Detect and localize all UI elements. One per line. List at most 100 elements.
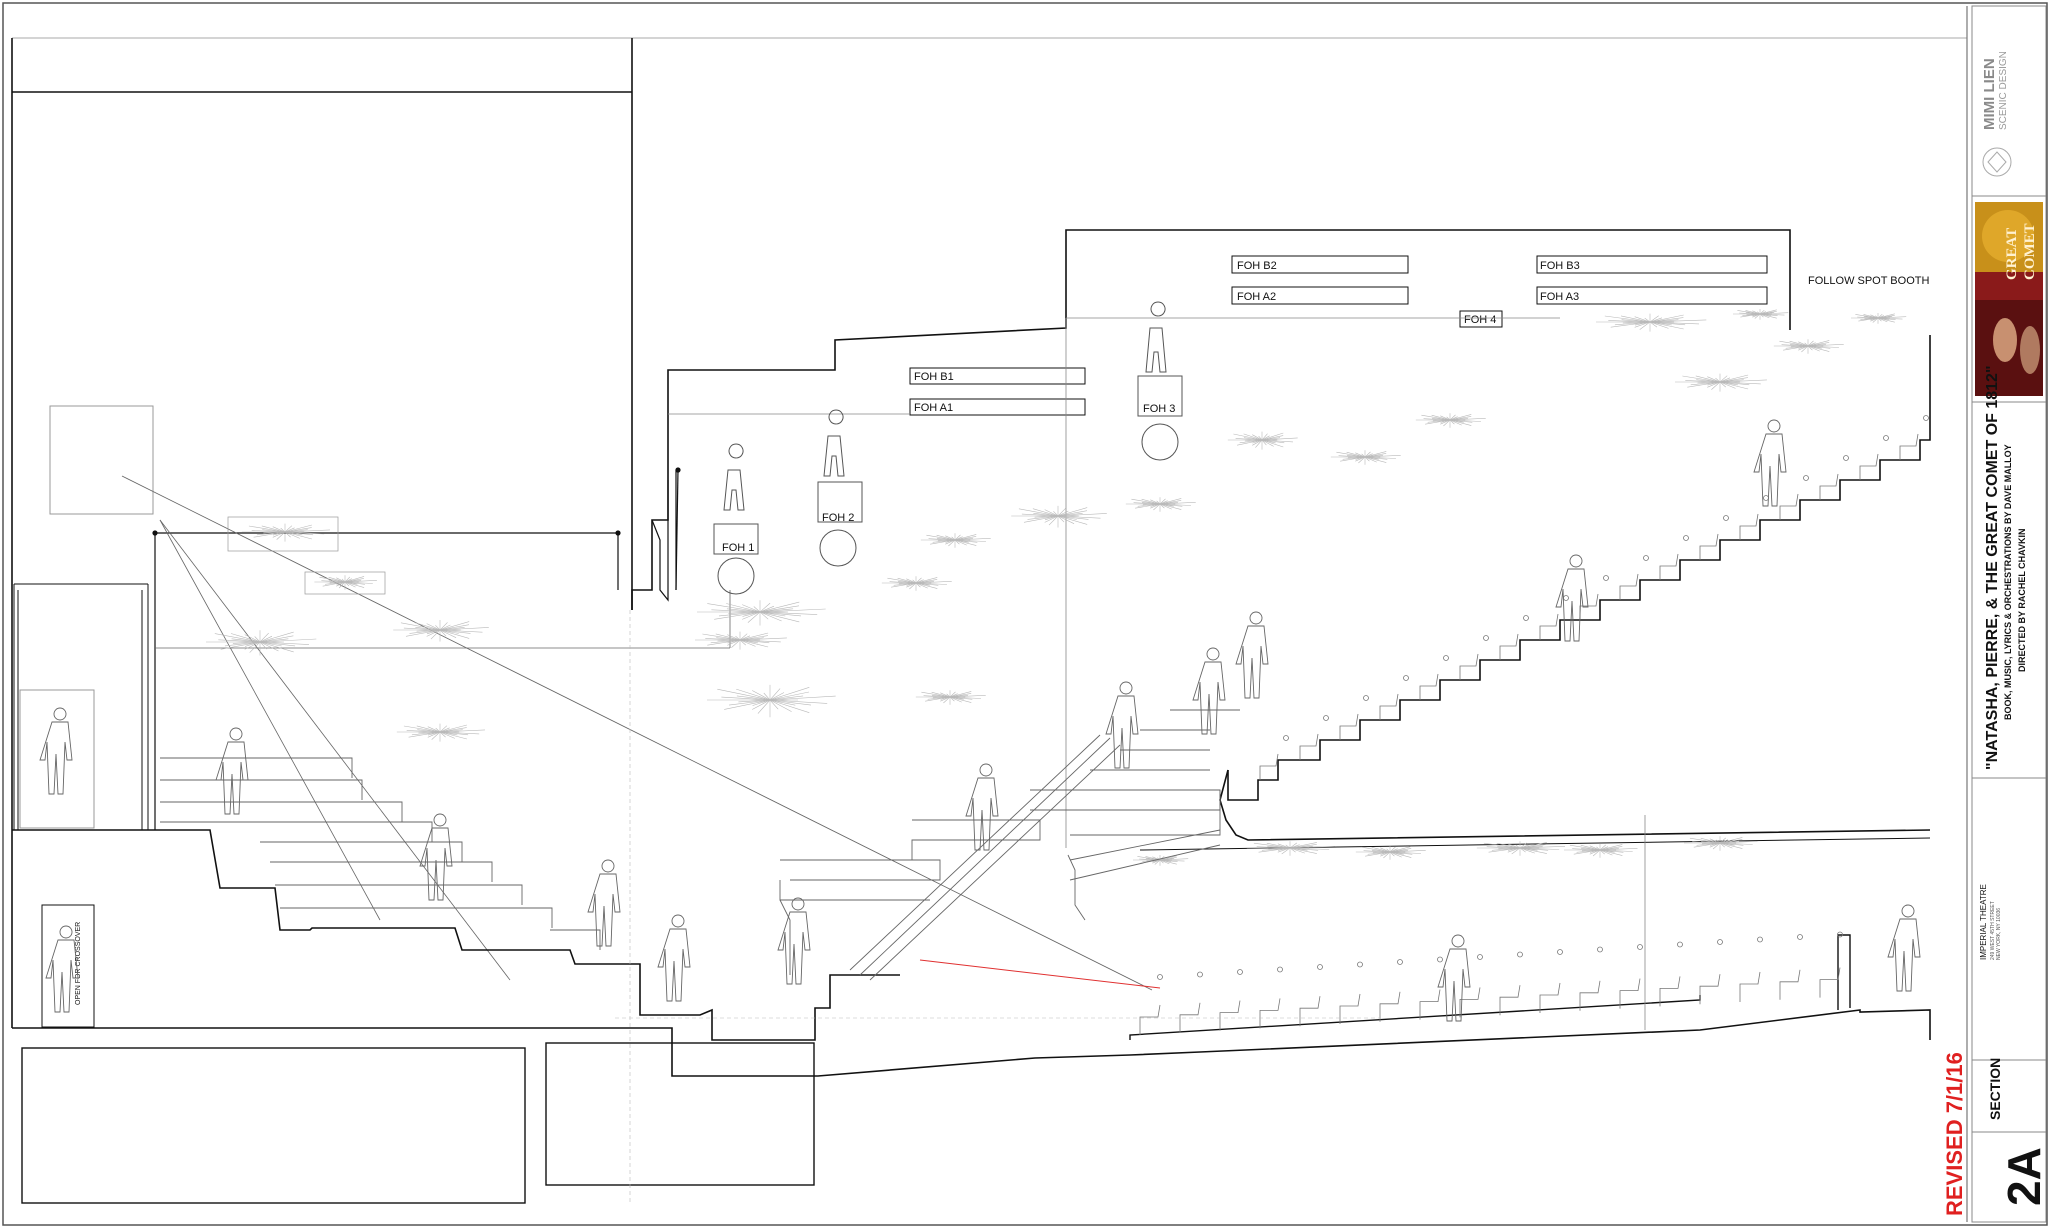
red-sightline: [919, 959, 1161, 989]
balcony-seat: [1899, 415, 1929, 460]
trap-room-left: [21, 1047, 526, 1204]
crossover-label: OPEN FOR CROSSOVER: [75, 922, 82, 1005]
person-figure: [657, 914, 691, 1002]
auditorium-chandeliers: [206, 309, 1907, 866]
chandelier-icon: [1596, 313, 1707, 332]
balcony-seat: [1819, 455, 1849, 500]
production-title: "NATASHA, PIERRE, & THE GREAT COMET OF 1…: [1984, 365, 2001, 770]
chandelier-icon: [241, 523, 331, 542]
foh-b1-box: [909, 367, 1086, 385]
person-figure: [1105, 681, 1139, 769]
trap-room-right: [545, 1042, 815, 1186]
chandelier-icon: [1246, 841, 1336, 856]
orchestra-seat: [1179, 971, 1203, 1033]
orchestra-seat: [1659, 941, 1683, 1007]
sightlines: [121, 475, 1153, 991]
follow-spot-booth-label: FOLLOW SPOT BOOTH: [1808, 275, 1929, 287]
person-figure: [1555, 554, 1589, 642]
person-figure: [777, 897, 811, 985]
orchestra-seat: [1259, 966, 1283, 1029]
chandelier-icon: [1733, 309, 1789, 320]
chandelier-icon: [1851, 313, 1907, 324]
stage-staircase: [779, 709, 1240, 981]
person-figure: [39, 707, 73, 795]
chandelier-icon: [697, 600, 826, 626]
scale-ticks: [615, 610, 1380, 1205]
foh-4-label: FOH 4: [1464, 314, 1496, 326]
person-figure: [1437, 934, 1471, 1022]
crossover-box: [41, 904, 95, 1028]
proscenium: [152, 467, 731, 830]
orchestra-seat: [1819, 931, 1843, 998]
balcony-seat: [1259, 735, 1289, 780]
balcony-seat: [1459, 635, 1489, 680]
chandelier-icon: [396, 723, 486, 742]
chandelier-icon: [1415, 413, 1486, 428]
orchestra-seat: [1419, 956, 1443, 1020]
chandelier-icon: [1133, 855, 1189, 866]
chandelier-icon: [915, 690, 986, 705]
chandelier-icon: [206, 630, 317, 656]
chandelier-icon: [695, 631, 787, 650]
orchestra-seat: [1579, 946, 1603, 1011]
person-figure: [587, 859, 621, 947]
person-figure: [45, 925, 79, 1013]
production-director: DIRECTED BY RACHEL CHAVKIN: [2017, 528, 2027, 672]
balcony-seat: [1579, 575, 1609, 620]
foh-1-position: [713, 443, 759, 595]
orchestra-seat: [1379, 959, 1403, 1022]
orchestra-seat: [1619, 944, 1643, 1009]
balcony-seat: [1339, 695, 1369, 740]
orchestra-seat: [1499, 951, 1523, 1016]
chandelier-icon: [314, 575, 377, 590]
upstage-wall-box: [19, 689, 95, 829]
orchestra-seat: [1339, 961, 1363, 1024]
stage-floor: [12, 829, 1931, 1077]
foh-a3-label: FOH A3: [1540, 291, 1579, 303]
foh-3-label: FOH 3: [1143, 403, 1175, 415]
title-block-frame: [1971, 5, 2047, 1223]
production-credits: BOOK, MUSIC, LYRICS & ORCHESTRATIONS BY …: [2003, 444, 2013, 720]
designer-role: SCENIC DESIGN: [1998, 51, 2009, 130]
balcony-seat: [1419, 655, 1449, 700]
foh-4-box: [1459, 310, 1503, 328]
balcony-seat: [1499, 615, 1529, 660]
foh-a2-box: [1231, 286, 1409, 305]
chandelier-icon: [1564, 843, 1638, 858]
balcony-seat: [1379, 675, 1409, 720]
venue-name: IMPERIAL THEATRE: [1979, 884, 1988, 960]
chandelier-icon: [881, 576, 952, 591]
foh-a2-label: FOH A2: [1237, 291, 1276, 303]
foh-a1-box: [909, 398, 1086, 416]
orchestra-seat: [1699, 939, 1723, 1005]
balcony-seat: [1779, 475, 1809, 520]
orchestra-seat: [1139, 974, 1163, 1035]
balcony-seat: [1859, 435, 1889, 480]
human-figures: [39, 419, 1921, 1022]
chandelier-icon: [1355, 845, 1426, 860]
orchestra-seat: [1739, 936, 1763, 1002]
chandelier-icon: [1773, 339, 1844, 354]
person-figure: [1887, 904, 1921, 992]
balcony-seat: [1619, 555, 1649, 600]
stage-tiers: [160, 757, 601, 950]
sheet-title: SECTION: [1987, 1058, 2003, 1120]
foh-b3-label: FOH B3: [1540, 260, 1580, 272]
designer-name: MIMI LIEN: [1981, 58, 1998, 130]
poster-line-1: GREAT: [2004, 228, 2020, 280]
orchestra-seat: [1779, 934, 1803, 1000]
chandelier-icon: [1330, 450, 1401, 465]
person-figure: [1192, 647, 1226, 735]
chandelier-icon: [1476, 841, 1566, 856]
poster-line-2: COMET: [2022, 223, 2038, 280]
chandelier-icon: [1684, 836, 1758, 851]
foh-positions: FOH B1 FOH A1 FOH B2 FOH A2 FOH B3 FOH A…: [909, 255, 1929, 416]
venue-address: 249 WEST 45TH STREET: [1990, 901, 1996, 960]
sheet-number: 2A: [1998, 1147, 2050, 1206]
orchestra-seat: [1219, 969, 1243, 1031]
chandelier-icon: [920, 533, 991, 548]
foh-2-position: [817, 409, 863, 567]
orchestra-seat: [1459, 954, 1483, 1018]
